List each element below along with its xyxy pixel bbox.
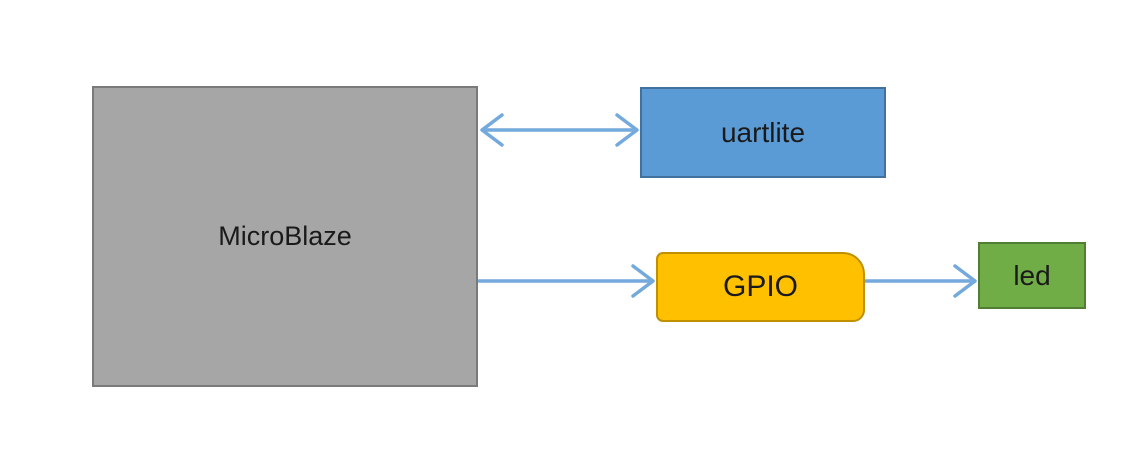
node-led: led [978,242,1086,309]
node-microblaze: MicroBlaze [92,86,478,387]
node-gpio-label: GPIO [722,270,798,303]
node-microblaze-label: MicroBlaze [218,221,352,251]
arrow-gpio-led [864,264,977,298]
arrow-microblaze-uartlite [480,113,639,147]
node-uartlite: uartlite [640,87,886,178]
node-uartlite-label: uartlite [720,116,806,148]
node-gpio: GPIO [656,252,865,322]
arrow-microblaze-gpio [477,264,655,298]
node-led-label: led [1013,259,1051,291]
